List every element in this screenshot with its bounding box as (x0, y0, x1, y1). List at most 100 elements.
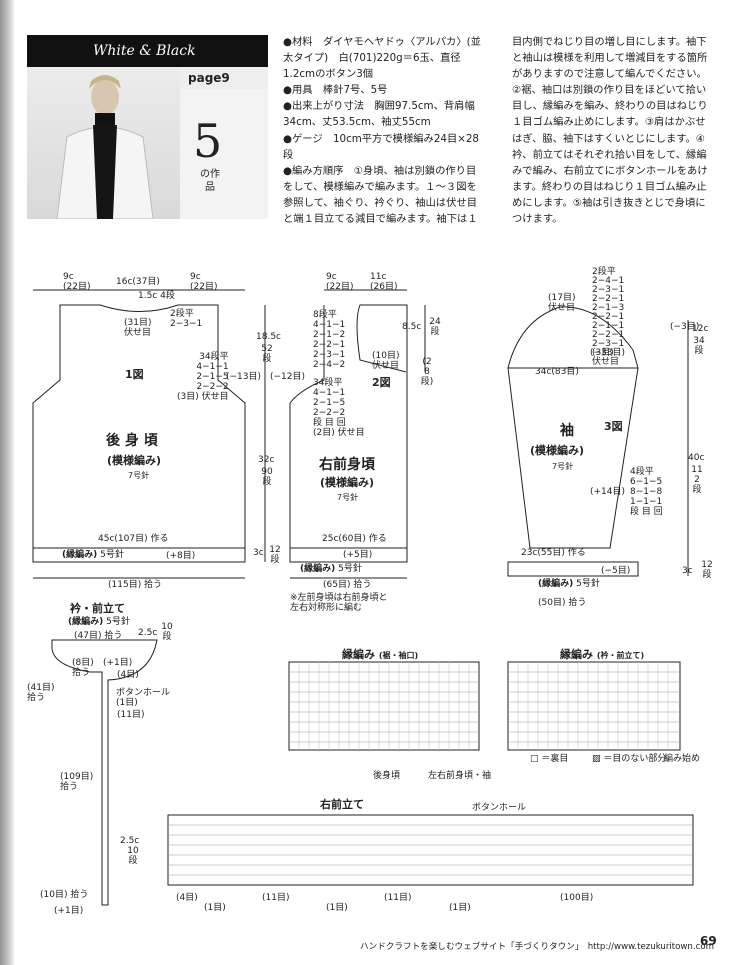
front-band-count-4: (1目) (326, 903, 348, 913)
sleeve-cap-shape: 2段平 2−4−1 2−3−1 2−2−1 2−1−3 2−2−1 2−1−1 … (592, 267, 625, 367)
sleeve-cap-height: 12c (692, 324, 709, 334)
instruction-line: ●ゲージ 10cm平方で模様編み24目×28 (283, 132, 479, 145)
instruction-line: 太タイプ) 白(701)220g＝6玉、直径 (283, 52, 461, 65)
sleeve-pickup: (50目) 拾う (538, 598, 587, 608)
front-band-count-2: (1目) (204, 903, 226, 913)
sleeve-cap-rows: 34段 (693, 336, 705, 356)
border-height: 3c (253, 548, 264, 558)
fig-3-label: 3図 (604, 420, 623, 433)
sleeve-cap-dec: (−33目) (590, 348, 626, 358)
sleeve-border-height: 3c (682, 566, 693, 576)
instruction-line: ●出来上がり寸法 胸囲97.5cm、背肩幅 (283, 100, 475, 113)
model-figure (56, 75, 154, 219)
sleeve-needle: 7号針 (552, 462, 574, 471)
collar-height: 2.5c (138, 628, 158, 638)
front-cast-on: 25c(60目) 作る (322, 534, 387, 544)
front-band-count-6: (1目) (449, 903, 471, 913)
instruction-line: めにします。⑤袖は引き抜きとじで身頃に (512, 196, 706, 209)
collar-pick-47: (47目) 拾う (74, 631, 123, 641)
instructions-column-1: ●材料 ダイヤモヘヤドゥ〈アルパカ〉(並太タイプ) 白(701)220g＝6玉、… (283, 34, 505, 227)
collar-plus1: (+1目) (103, 658, 133, 668)
front-border-label: (縁編み) 5号針 (300, 564, 362, 574)
collar-height-2: 2.5c (120, 836, 140, 846)
instruction-line: をして、模様編みで編みます。１～３図を (283, 180, 477, 193)
back-needle: 7号針 (128, 471, 150, 480)
back-neck-shape: 2段平 2−3−1 (170, 309, 203, 329)
collar-pick-label: 拾う (72, 668, 91, 678)
work-number: 5 (193, 114, 223, 168)
back-body-outline (32, 304, 246, 549)
collar-sub: (縁編み) 5号針 (68, 617, 130, 627)
collar-e8: (8目) (72, 658, 94, 668)
instruction-line: 段 (283, 148, 294, 161)
front-top-right: 11c(26目) (370, 272, 398, 292)
instruction-line: ②裾、袖口は別鎖の作り目をほどいて拾い (512, 84, 707, 97)
instruction-line: 1.2cmのボタン3個 (283, 68, 374, 81)
back-pickup: (115目) 拾う (108, 580, 163, 590)
front-note: ※左前身頃は右前身頃と 左右対称形に編む (290, 593, 388, 613)
front-title: 右前身頃 (319, 457, 375, 473)
sleeve-border-rows: 12段 (701, 560, 713, 580)
back-border-inc: (+8目) (166, 551, 196, 561)
sleeve-cap-top: (17目) 伏せ目 (548, 293, 576, 313)
body-rows: 90段 (261, 467, 273, 487)
footer-website: ハンドクラフトを楽しむウェブサイト「手づくりタウン」 http://www.te… (360, 942, 714, 952)
collar-buttonhole: ボタンホール (1目) (116, 688, 171, 708)
edge-chart-2-title: 縁編み (衿・前立て) (560, 648, 645, 661)
front-border (289, 547, 408, 563)
edge-chart-1-title: 縁編み (裾・袖口) (342, 648, 419, 661)
instruction-line: はぎ、脇、袖下はすくいとじにします。④ (512, 132, 706, 145)
sleeve-dec: (−5目) (601, 566, 631, 576)
front-band-buttonhole: ボタンホール (472, 803, 527, 813)
collar-e41: (41目)拾う (27, 683, 55, 703)
front-band-chart-grid (167, 814, 694, 886)
edge-chart-2-grid (507, 661, 681, 751)
sleeve-inc: (+14目) (590, 487, 626, 497)
work-number-panel (180, 89, 268, 219)
instruction-line: つけます。 (512, 213, 563, 226)
back-top-right: 9c(22目) (190, 272, 218, 292)
collar-e10: (10目) 拾う (40, 890, 89, 900)
back-border (32, 547, 246, 563)
front-neck-rows-2: (28段) (420, 357, 434, 387)
edge-chart-1-front-label: 左右前身頃・袖 (428, 771, 492, 781)
instruction-line: 34cm、丈53.5cm、袖丈55cm (283, 116, 431, 129)
front-border-inc: (+5目) (343, 550, 373, 560)
back-neck-height: 1.5c 4段 (138, 291, 175, 301)
instruction-line: みで編み、右前立てにボタンホールをあけ (512, 164, 708, 177)
front-band-count-1: (4目) (176, 893, 198, 903)
collar-title: 衿・前立て (70, 602, 125, 615)
front-band-count-3: (11目) (262, 893, 290, 903)
sleeve-length-rows: 112段 (691, 465, 703, 495)
armhole-height: 18.5c (256, 332, 281, 342)
instruction-line: １目ゴム編み止めにします。③肩はかぶせ (512, 116, 706, 129)
front-needle: 7号針 (337, 493, 359, 502)
sleeve-title: 袖 (560, 423, 574, 439)
instruction-line: 目し、縁編みを編み、終わりの目はねじり (512, 100, 708, 113)
back-neck-cast: (31目) 伏せ目 (124, 318, 152, 338)
collar-e109: (109目)拾う (60, 772, 94, 792)
fig-2-label: 2図 (372, 376, 391, 389)
instruction-line: がありますので注意して編んでください。 (512, 68, 707, 81)
instruction-line: ●用具 棒針7号、5号 (283, 84, 388, 97)
sleeve-border (507, 561, 639, 577)
armhole-rows: 52段 (261, 344, 273, 364)
instruction-line: ●材料 ダイヤモヘヤドゥ〈アルパカ〉(並 (283, 36, 481, 48)
front-band-count-7: (100目) (560, 893, 594, 903)
legend-purl: □ ＝裏目 (530, 754, 569, 764)
fig-1-label: 1図 (125, 368, 144, 381)
body-height: 32c (258, 455, 275, 465)
instruction-line: 目内側でねじり目の増し目にします。袖下 (512, 36, 707, 48)
instruction-line: ます。終わりの目はねじり１目ゴム編み止 (512, 180, 707, 193)
collar-height-2-rows: 10段 (127, 846, 139, 866)
edge-chart-1-grid (288, 661, 480, 751)
sleeve-length: 40c (688, 453, 705, 463)
collar-e4: (4目) (117, 670, 139, 680)
back-cast-on: 45c(107目) 作る (98, 534, 169, 544)
collar-plus1-b: (+1目) (54, 906, 84, 916)
page-reference: page9 (180, 67, 268, 89)
front-neck-cast: (10目) 伏せ目 (372, 351, 400, 371)
back-top-mid: 16c(37目) (116, 277, 160, 287)
back-border-label: (縁編み) 5号針 (62, 550, 124, 560)
